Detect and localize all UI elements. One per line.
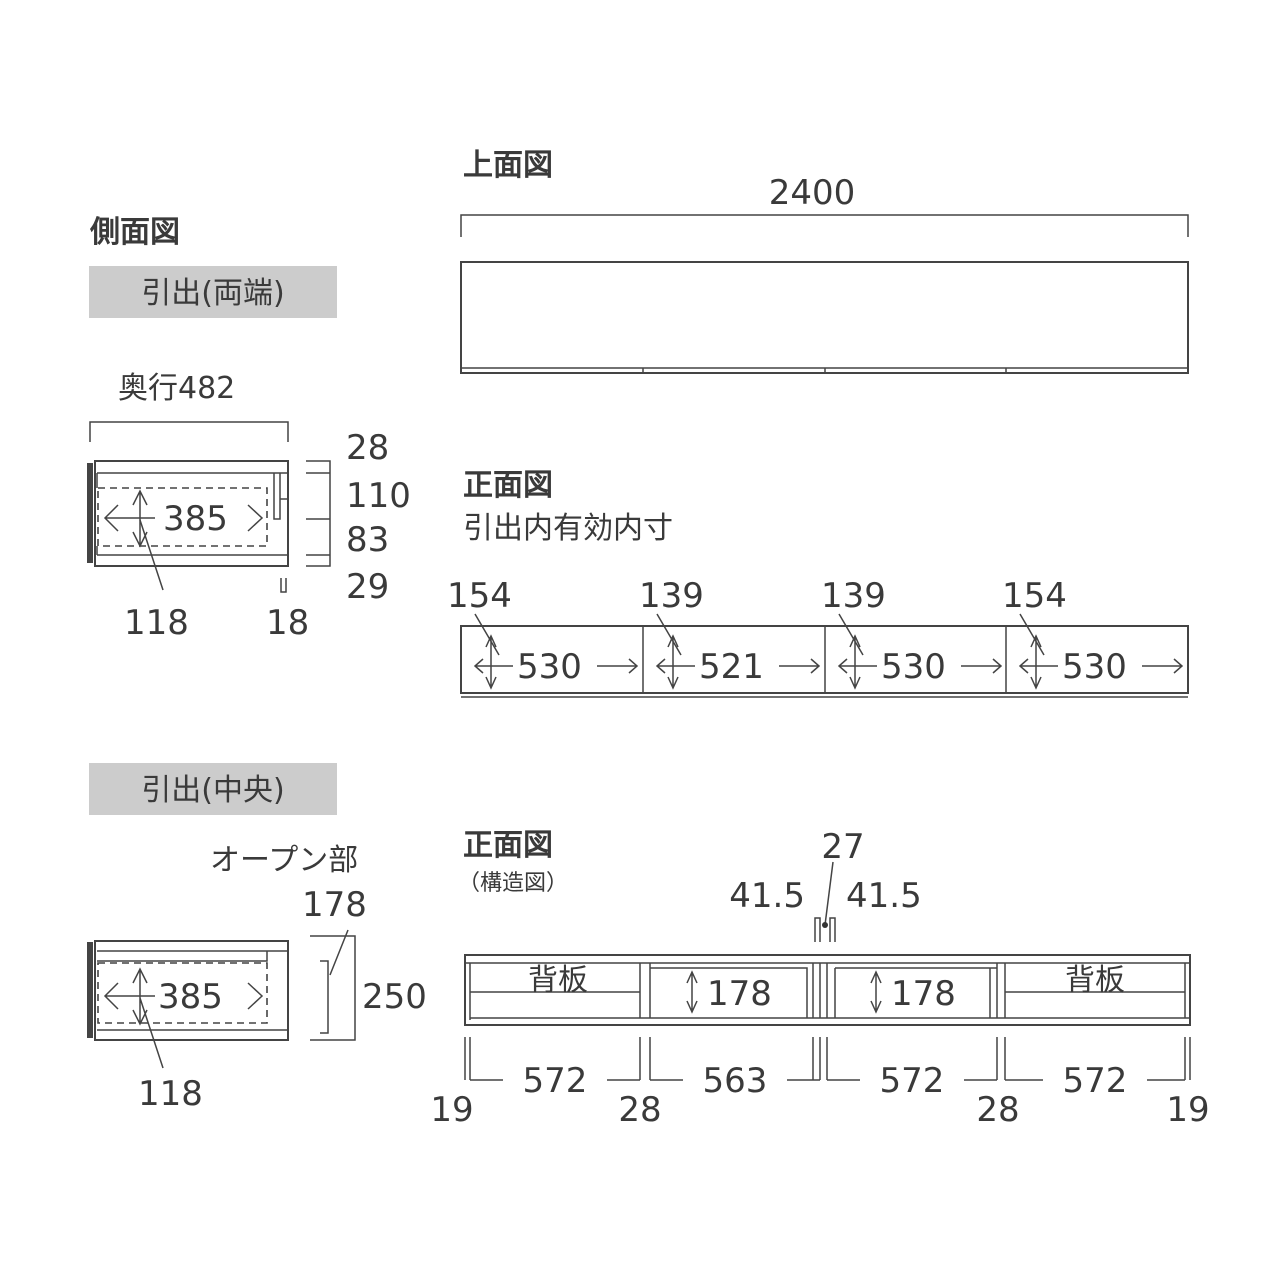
side-view-title: 側面図 [89, 215, 180, 250]
inner-depth-385: 385 [158, 977, 223, 1017]
dim-28: 28 [346, 428, 389, 468]
width-label: 530 [517, 647, 582, 687]
back-panel-right: 背板 [1065, 963, 1125, 998]
dim-118: 118 [124, 603, 189, 643]
dim-118: 118 [138, 1074, 203, 1114]
gap-label: 19 [1166, 1090, 1209, 1130]
height-178-b: 178 [891, 974, 956, 1014]
dim-18: 18 [266, 603, 309, 643]
width-label: 572 [523, 1061, 588, 1101]
dimension-arrows [655, 613, 821, 690]
dimension-arrows [1018, 613, 1184, 690]
gap-label: 19 [430, 1090, 473, 1130]
top-view-title: 上面図 [463, 148, 553, 183]
height-178-a: 178 [707, 974, 772, 1014]
width-label: 530 [881, 647, 946, 687]
dimension-arrows [473, 613, 639, 690]
back-panel-left: 背板 [528, 963, 588, 998]
width-label: 572 [880, 1061, 945, 1101]
dimension-arrows [837, 613, 1003, 690]
side-view-center: オープン部 178 250 385 118 [87, 843, 427, 1114]
dim-27: 27 [821, 827, 864, 867]
dim-110: 110 [346, 476, 411, 516]
dim-250: 250 [362, 977, 427, 1017]
dim-29: 29 [346, 567, 389, 607]
front-view-title: 正面図 [463, 468, 553, 503]
open-section-label: オープン部 [210, 843, 358, 878]
height-label: 154 [1002, 576, 1067, 616]
dim-41-5-right: 41.5 [846, 876, 922, 916]
width-label: 521 [699, 647, 764, 687]
dim-178: 178 [302, 885, 367, 925]
drawer-ends-label-bg [89, 266, 337, 318]
front-view-subtitle: 引出内有効内寸 [463, 511, 673, 546]
gap-label: 28 [618, 1090, 661, 1130]
dim-41-5-left: 41.5 [729, 876, 805, 916]
inner-depth-385: 385 [163, 499, 228, 539]
side-view-ends: 奥行482 28 110 83 29 385 118 18 [87, 371, 411, 643]
width-label: 530 [1062, 647, 1127, 687]
height-label: 154 [447, 576, 512, 616]
width-label: 563 [703, 1061, 768, 1101]
drawer-center-label: 引出(中央) [141, 773, 284, 808]
gap-label: 28 [976, 1090, 1019, 1130]
top-view: 2400 [460, 173, 1189, 374]
drawer-ends-label: 引出(両端) [141, 276, 284, 311]
dim-83: 83 [346, 520, 389, 560]
depth-label: 奥行482 [118, 371, 235, 406]
width-dimension: 2400 [769, 173, 856, 213]
structure-view-subtitle: （構造図） [458, 871, 568, 896]
height-label: 139 [639, 576, 704, 616]
drawer-center-label-bg [89, 763, 337, 815]
front-view-structure: 正面図 （構造図） 27 41.5 41.5 背板 背板 178 178 572… [430, 827, 1209, 1130]
width-label: 572 [1063, 1061, 1128, 1101]
height-label: 139 [821, 576, 886, 616]
structure-view-title: 正面図 [463, 828, 553, 863]
